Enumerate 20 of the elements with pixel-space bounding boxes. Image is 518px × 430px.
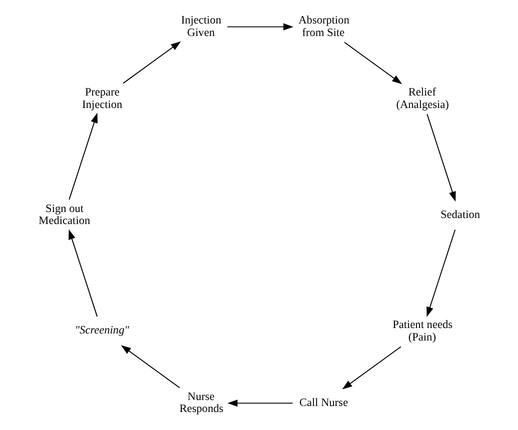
node-text: Patient needs (Pain) <box>392 319 453 344</box>
node-text: Absorption from Site <box>298 14 350 39</box>
arrow <box>426 229 456 317</box>
node-text: Sedation <box>440 208 480 221</box>
node-text: Nurse Responds <box>179 391 224 416</box>
node-text: Call Nurse <box>299 397 348 410</box>
node-text: Injection Given <box>181 14 222 39</box>
arrow <box>122 41 181 84</box>
arrow <box>68 229 98 318</box>
arrow <box>227 400 294 407</box>
node-text: Relief (Analgesia) <box>396 86 449 111</box>
arrow <box>120 345 180 388</box>
arrow <box>68 112 98 200</box>
arrow <box>426 114 456 202</box>
node-text: "Screening" <box>74 324 130 336</box>
node-text: Prepare Injection <box>82 86 122 111</box>
node-text: Sign out Medication <box>38 202 90 228</box>
arrow <box>226 23 294 30</box>
arrow <box>342 346 402 390</box>
arrow <box>344 42 402 84</box>
